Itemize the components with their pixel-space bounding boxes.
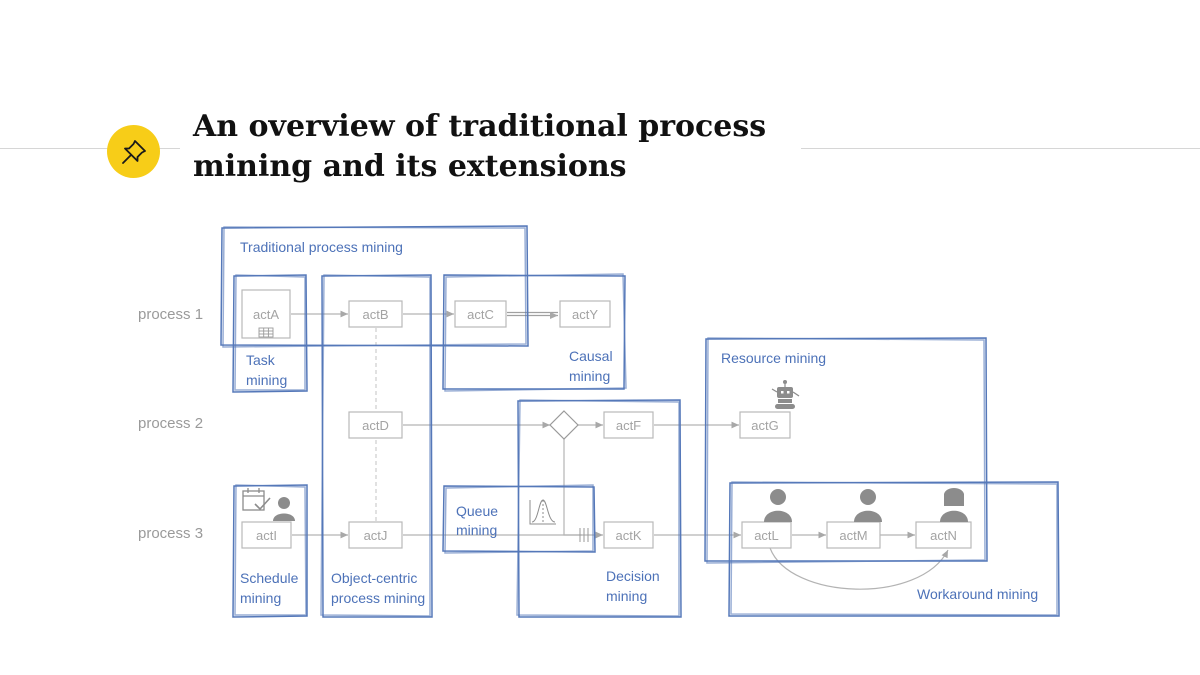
activity-actC: actC — [454, 300, 507, 328]
person-icon — [273, 497, 295, 521]
decision-diamond — [549, 410, 579, 440]
process-label-3: process 3 — [138, 525, 203, 542]
spreadsheet-icon — [258, 327, 274, 338]
workaround-edge-actL-actN — [769, 547, 949, 590]
activity-label-actI: actI — [256, 528, 277, 543]
zone-label-queue-1: Queue — [456, 503, 498, 519]
zone-label-queue-2: mining — [456, 522, 497, 538]
person-icon — [764, 489, 792, 522]
activity-label-actK: actK — [615, 528, 641, 543]
zone-label-object-2: process mining — [331, 590, 425, 606]
activity-actD: actD — [348, 411, 403, 439]
zone-object-centric-process-mining: Object-centric process mining — [320, 274, 433, 618]
zone-traditional-process-mining: Traditional process mining — [220, 225, 529, 348]
zone-label-schedule-1: Schedule — [240, 570, 299, 586]
activity-label-actB: actB — [362, 307, 388, 322]
activity-label-actA: actA — [253, 307, 279, 322]
title-line-1: An overview of traditional process — [193, 109, 767, 144]
zone-label-decision-1: Decision — [606, 568, 660, 584]
activity-label-actJ: actJ — [364, 528, 388, 543]
zone-queue-mining: Queue mining — [442, 484, 596, 554]
zone-causal-mining: Causal mining — [442, 273, 627, 392]
zone-schedule-mining: Schedule mining — [232, 484, 308, 618]
activity-actY: actY — [559, 300, 611, 328]
zone-label-traditional: Traditional process mining — [240, 239, 403, 255]
zone-label-schedule-2: mining — [240, 590, 281, 606]
person-icon — [854, 489, 882, 522]
zone-label-decision-2: mining — [606, 588, 647, 604]
page-title: An overview of traditional process minin… — [193, 107, 801, 187]
activity-actA: actA — [241, 289, 291, 339]
activity-label-actL: actL — [754, 528, 779, 543]
zone-label-causal-2: mining — [569, 368, 610, 384]
activity-actI: actI — [241, 521, 292, 549]
zone-label-causal-1: Causal — [569, 348, 613, 364]
zone-task-mining: Task mining — [232, 274, 308, 393]
divider-left — [0, 148, 180, 149]
activity-label-actF: actF — [616, 418, 641, 433]
activity-actG: actG — [739, 411, 791, 439]
zone-decision-mining: Decision mining — [516, 399, 682, 618]
divider-right — [760, 148, 1200, 149]
pin-badge — [107, 125, 160, 178]
person-icon — [940, 488, 968, 522]
activity-actK: actK — [603, 521, 654, 549]
calendar-check-icon — [242, 488, 271, 511]
zone-label-task-2: mining — [246, 372, 287, 388]
activity-actL: actL — [741, 521, 792, 549]
zone-label-workaround: Workaround mining — [917, 586, 1038, 602]
process-label-2: process 2 — [138, 415, 203, 432]
zone-label-object-1: Object-centric — [331, 570, 417, 586]
robot-icon — [771, 380, 800, 409]
activity-label-actG: actG — [751, 418, 778, 433]
pushpin-icon — [121, 139, 146, 164]
activity-label-actN: actN — [930, 528, 957, 543]
activity-label-actD: actD — [362, 418, 389, 433]
activity-actM: actM — [826, 521, 881, 549]
title-line-2: mining and its extensions — [193, 149, 627, 184]
activity-label-actY: actY — [572, 307, 598, 322]
zone-label-task-1: Task — [246, 352, 276, 368]
zone-label-resource: Resource mining — [721, 350, 826, 366]
zone-resource-mining: Resource mining — [704, 337, 988, 564]
activity-label-actM: actM — [839, 528, 867, 543]
activity-actJ: actJ — [348, 521, 403, 549]
queue-bars-icon — [579, 528, 589, 542]
activity-actN: actN — [915, 521, 972, 549]
activity-label-actC: actC — [467, 307, 494, 322]
zone-workaround-mining: Workaround mining — [728, 481, 1060, 617]
distribution-curve-icon — [529, 499, 556, 525]
activity-actF: actF — [603, 411, 654, 439]
activity-actB: actB — [348, 300, 403, 328]
process-label-1: process 1 — [138, 306, 203, 323]
